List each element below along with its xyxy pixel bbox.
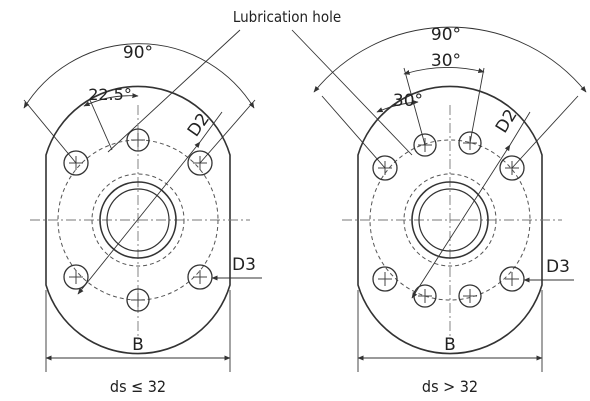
right-b-label: B xyxy=(444,335,456,355)
left-angle-inner-label: 22.5° xyxy=(88,85,132,104)
right-flange xyxy=(313,26,587,372)
left-condition-label: ds ≤ 32 xyxy=(110,377,166,396)
right-bolt-hole xyxy=(372,155,398,181)
right-condition-label: ds > 32 xyxy=(422,377,478,396)
right-flange-outline xyxy=(357,85,543,355)
left-radial-ext-2 xyxy=(199,99,256,164)
right-bolt-hole xyxy=(372,266,398,292)
right-hole-crosshairs xyxy=(378,136,519,303)
left-22-arc xyxy=(83,93,139,107)
left-b-label: B xyxy=(132,335,144,355)
right-radial-ext-1 xyxy=(321,95,386,169)
left-radial-ext-1 xyxy=(23,99,77,164)
right-bolt-circle xyxy=(369,139,531,301)
right-radial-ext-4 xyxy=(469,67,485,144)
right-90-arc xyxy=(313,26,587,93)
left-bolt-circle xyxy=(57,139,219,301)
left-d2-line xyxy=(77,141,201,295)
left-flange xyxy=(23,43,262,372)
left-d3-label: D3 xyxy=(232,255,256,275)
lubrication-hole-label: Lubrication hole xyxy=(233,8,341,26)
right-30-upper-arc xyxy=(403,67,485,75)
left-d2-label: D2 xyxy=(184,110,214,141)
right-d3-label: D3 xyxy=(546,257,570,277)
left-90-arc xyxy=(23,43,255,109)
left-angle-outer-label: 90° xyxy=(123,43,153,63)
right-30-lower-arc xyxy=(376,99,419,113)
right-angle-outer-label: 90° xyxy=(431,25,461,45)
left-radial-ext-3 xyxy=(89,99,113,151)
right-d2-label: D2 xyxy=(492,106,522,137)
right-d2-leader xyxy=(509,111,531,146)
left-d2-leader xyxy=(199,111,223,143)
right-angle-inner-label: 30° xyxy=(393,91,423,111)
right-angle-mid-label: 30° xyxy=(431,51,461,71)
right-radial-ext-2 xyxy=(511,95,579,169)
right-d2-line xyxy=(411,144,511,299)
lubrication-leader-right xyxy=(291,29,413,156)
